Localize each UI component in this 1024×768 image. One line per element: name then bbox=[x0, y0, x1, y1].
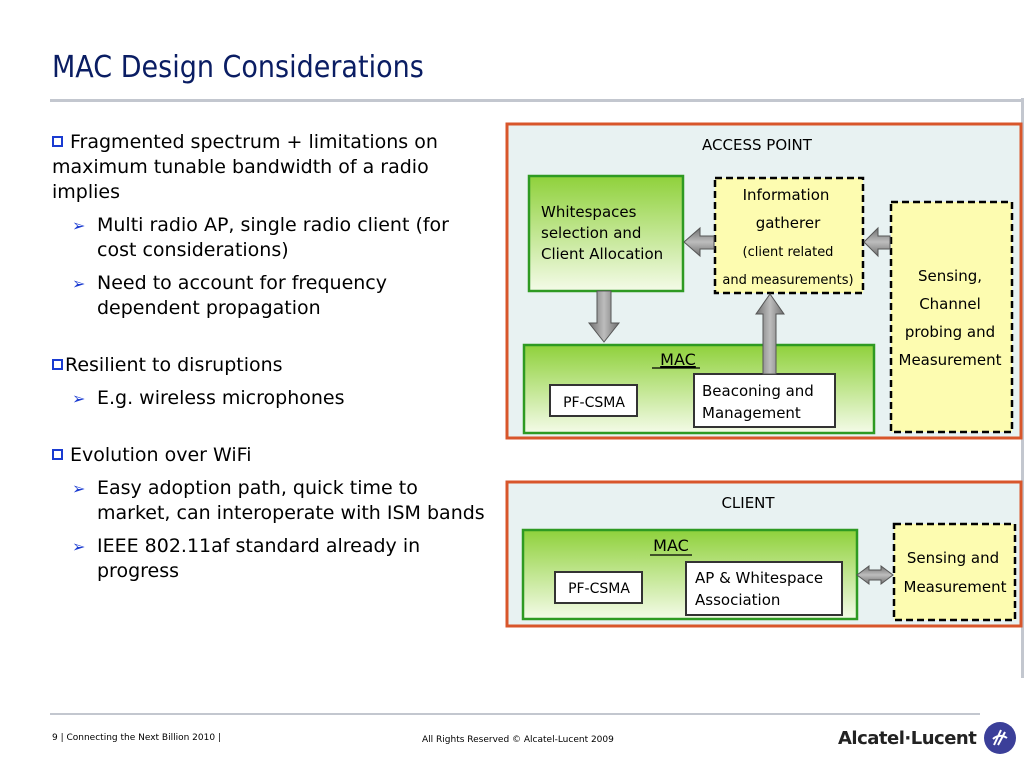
client-mac-label: MAC bbox=[653, 536, 689, 555]
association-line: AP & Whitespace bbox=[695, 569, 823, 587]
bullet-text: E.g. wireless microphones bbox=[97, 387, 345, 409]
association-line: Association bbox=[695, 591, 780, 609]
arrow-bullet-icon: ➢ bbox=[72, 274, 86, 293]
square-bullet-icon bbox=[52, 136, 63, 147]
bullet-l1: Evolution over WiFi bbox=[52, 443, 492, 468]
whitespaces-line: Client Allocation bbox=[541, 245, 663, 263]
bullet-text: Need to account for frequency dependent … bbox=[97, 272, 388, 319]
ap-sensing-line: Sensing, bbox=[918, 267, 982, 285]
client-title: CLIENT bbox=[721, 494, 775, 512]
bullet-l2: ➢ Easy adoption path, quick time to marke… bbox=[52, 476, 492, 526]
bullet-text: Fragmented spectrum + limitations on max… bbox=[52, 131, 438, 203]
arrow-bullet-icon: ➢ bbox=[72, 537, 86, 556]
bullet-text: Resilient to disruptions bbox=[65, 354, 283, 376]
logo-mark-icon bbox=[984, 722, 1017, 754]
beaconing-box bbox=[693, 373, 836, 428]
client-sensing-box bbox=[892, 522, 1017, 622]
footer-copyright: All Rights Reserved © Alcatel-Lucent 200… bbox=[422, 735, 614, 745]
bullet-l1: Resilient to disruptions bbox=[52, 353, 492, 378]
info-line: gatherer bbox=[756, 214, 821, 232]
beaconing-line: Beaconing and bbox=[702, 382, 814, 400]
bullet-text: Evolution over WiFi bbox=[70, 444, 252, 466]
slide-title: MAC Design Considerations bbox=[52, 50, 424, 85]
arrow-bullet-icon: ➢ bbox=[72, 389, 86, 408]
ap-mac-label: MAC bbox=[660, 350, 696, 369]
up-arrow-icon bbox=[755, 293, 785, 375]
left-arrow-icon bbox=[863, 226, 891, 258]
information-gatherer-box bbox=[713, 176, 865, 295]
whitespaces-selection-box bbox=[527, 174, 685, 293]
ap-sensing-line: Measurement bbox=[899, 351, 1002, 369]
bullet-l2: ➢ IEEE 802.11af standard already in progr… bbox=[52, 534, 492, 584]
info-line: and measurements) bbox=[722, 273, 853, 288]
whitespaces-line: selection and bbox=[541, 224, 641, 242]
logo-text: Alcatel·Lucent bbox=[838, 727, 977, 749]
ap-sensing-box bbox=[889, 200, 1014, 434]
arrow-bullet-icon: ➢ bbox=[72, 216, 86, 235]
bullet-text: IEEE 802.11af standard already in progre… bbox=[97, 535, 421, 582]
ap-pfcsma-box bbox=[549, 384, 638, 417]
bullet-text: Multi radio AP, single radio client (for… bbox=[97, 214, 449, 261]
association-box bbox=[685, 561, 843, 616]
footer-divider bbox=[50, 713, 980, 715]
down-arrow-icon bbox=[587, 290, 621, 343]
ap-sensing-line: Channel bbox=[919, 295, 981, 313]
info-line: (client related bbox=[743, 245, 834, 260]
bullet-l1: Fragmented spectrum + limitations on max… bbox=[52, 130, 492, 205]
square-bullet-icon bbox=[52, 449, 63, 460]
whitespaces-line: Whitespaces bbox=[541, 203, 637, 221]
access-point-title: ACCESS POINT bbox=[702, 136, 813, 154]
bullet-text: Easy adoption path, quick time to market… bbox=[97, 477, 485, 524]
ap-sensing-line: probing and bbox=[905, 323, 995, 341]
client-pfcsma-box bbox=[554, 571, 643, 604]
bullet-l2: ➢ Multi radio AP, single radio client (f… bbox=[52, 213, 492, 263]
info-line: Information bbox=[743, 186, 830, 204]
left-arrow-icon bbox=[683, 226, 715, 258]
ap-pfcsma-label: PF-CSMA bbox=[563, 395, 625, 411]
company-logo: Alcatel·Lucent bbox=[838, 722, 1017, 754]
bullet-list: Fragmented spectrum + limitations on max… bbox=[52, 130, 492, 584]
client-sensing-line: Sensing and bbox=[907, 549, 999, 567]
client-sensing-line: Measurement bbox=[904, 578, 1007, 596]
title-divider bbox=[50, 99, 1024, 102]
beaconing-line: Management bbox=[702, 404, 801, 422]
footer-left-text: 9 | Connecting the Next Billion 2010 | bbox=[52, 733, 221, 743]
square-bullet-icon bbox=[52, 359, 63, 370]
double-arrow-icon bbox=[856, 565, 894, 585]
bullet-l2: ➢ E.g. wireless microphones bbox=[52, 386, 492, 411]
arrow-bullet-icon: ➢ bbox=[72, 479, 86, 498]
bullet-l2: ➢ Need to account for frequency dependent… bbox=[52, 271, 492, 321]
client-pfcsma-label: PF-CSMA bbox=[568, 581, 630, 597]
